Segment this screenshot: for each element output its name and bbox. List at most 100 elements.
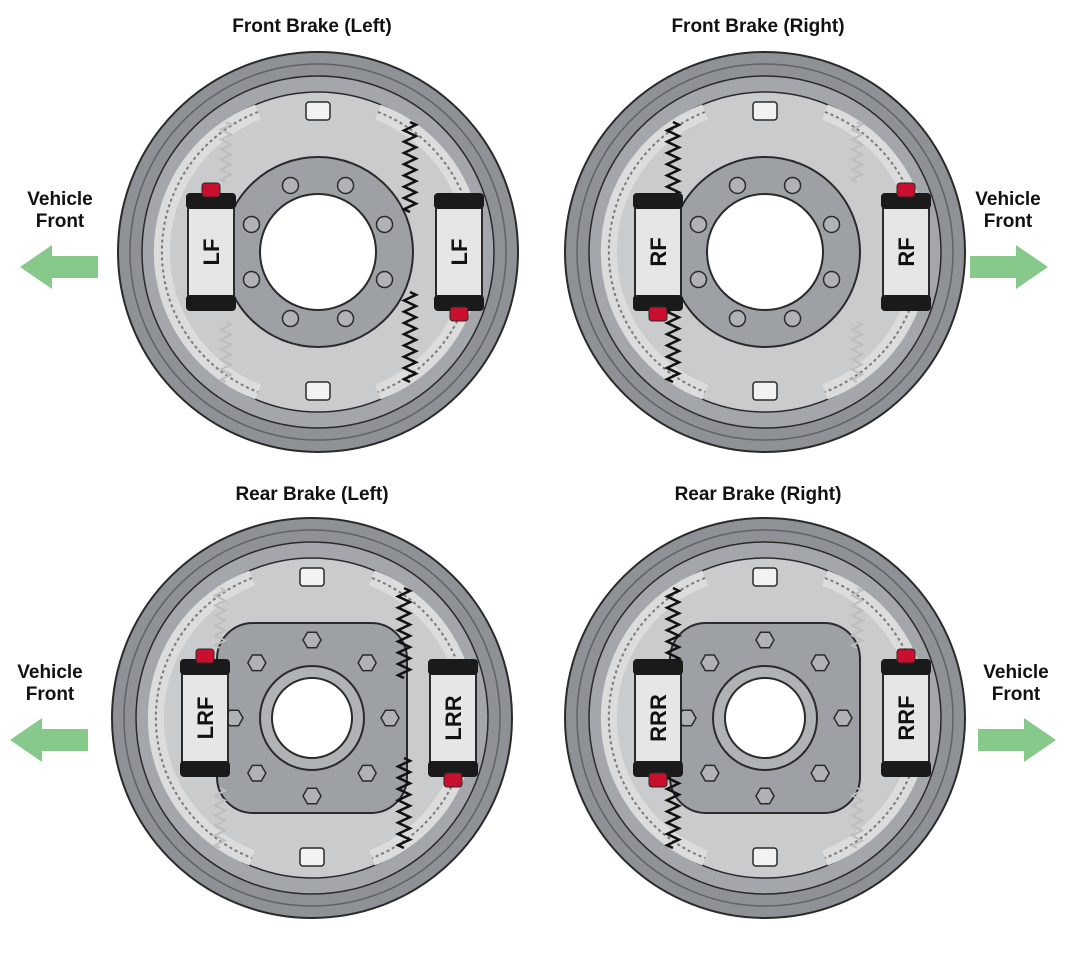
hold-down-clip-top [752, 101, 778, 121]
cylinder-label: LF [199, 239, 224, 266]
dust-boot-bottom [881, 761, 931, 777]
lug-nut [281, 309, 300, 328]
shoe-lining-left [607, 111, 706, 393]
direction-label-line1: Vehicle [983, 662, 1049, 683]
axle-bolt [246, 654, 267, 672]
axle-center-hole [271, 677, 353, 759]
dust-boot-top [633, 659, 683, 675]
wheel-cylinder-left: LF [186, 182, 236, 311]
adjuster-spring-lower [212, 787, 228, 849]
dust-boot-top [633, 193, 683, 209]
dust-boot-top [881, 193, 931, 209]
lug-nut [783, 309, 802, 328]
bleeder-screw [896, 648, 916, 664]
dust-boot-bottom [428, 761, 478, 777]
bleeder-screw [449, 306, 469, 322]
lug-nut [336, 309, 355, 328]
bleeder-screw [648, 306, 668, 322]
cylinder-label: RRR [646, 694, 671, 742]
direction-label-line2: Front [992, 684, 1041, 705]
adjuster-spring-upper [218, 121, 234, 183]
arrow-right-icon [970, 245, 1048, 289]
bleeder-screw [648, 772, 668, 788]
bleeder-screw [201, 182, 221, 198]
shoe-lining-left [154, 577, 253, 859]
dust-boot-bottom [186, 295, 236, 311]
hold-down-clip-bottom [305, 381, 331, 401]
lug-nut [783, 176, 802, 195]
dust-boot-top [180, 659, 230, 675]
shoe-lining-left [607, 577, 706, 859]
adjuster-spring-upper [849, 587, 865, 649]
wheel-cylinder-right: LRR [428, 659, 478, 788]
hold-down-clip-bottom [752, 847, 778, 867]
dust-boot-top [428, 659, 478, 675]
panel-title: Front Brake (Left) [232, 16, 391, 37]
axle-bolt [810, 654, 831, 672]
dust-boot-bottom [180, 761, 230, 777]
direction-label-line1: Vehicle [975, 189, 1041, 210]
cylinder-label: RF [894, 237, 919, 266]
return-spring-upper [395, 586, 413, 680]
bleeder-screw [195, 648, 215, 664]
dust-boot-bottom [633, 761, 683, 777]
drum-ring [576, 63, 954, 441]
axle-bolt [246, 764, 267, 782]
axle-bolt [755, 787, 775, 805]
dust-boot-bottom [881, 295, 931, 311]
lug-nut [281, 176, 300, 195]
lug-nut [822, 270, 841, 289]
lug-nut [689, 270, 708, 289]
axle-bolt [810, 764, 831, 782]
hold-down-clip-top [752, 567, 778, 587]
lug-nut [822, 215, 841, 234]
arrow-left-icon [20, 245, 98, 289]
wheel-cylinder-right: RF [881, 182, 931, 311]
panel-title: Rear Brake (Left) [235, 484, 388, 505]
wheel-cylinder-right: RRF [881, 648, 931, 777]
lug-nut [375, 270, 394, 289]
direction-label-line1: Vehicle [17, 662, 83, 683]
lug-nut [728, 176, 747, 195]
direction-label-line2: Front [26, 684, 75, 705]
hold-down-clip-top [299, 567, 325, 587]
drum-ring [123, 529, 501, 907]
return-spring-lower [401, 290, 419, 384]
panel-title: Rear Brake (Right) [675, 484, 842, 505]
lug-nut [336, 176, 355, 195]
drum-ring [576, 529, 954, 907]
axle-bolt [699, 654, 720, 672]
axle-bolt [357, 654, 378, 672]
hold-down-clip-bottom [299, 847, 325, 867]
shoe-lining-left [160, 111, 259, 393]
adjuster-spring-lower [849, 787, 865, 849]
panel-title: Front Brake (Right) [671, 16, 844, 37]
hold-down-clip-bottom [752, 381, 778, 401]
hub-center-hole [706, 193, 824, 311]
bleeder-screw [443, 772, 463, 788]
axle-bolt [357, 764, 378, 782]
lug-nut [689, 215, 708, 234]
axle-bolt [302, 787, 322, 805]
adjuster-spring-upper [849, 121, 865, 183]
lug-nut [728, 309, 747, 328]
cylinder-label: LRR [441, 695, 466, 740]
direction-label-line2: Front [36, 211, 85, 232]
dust-boot-bottom [434, 295, 484, 311]
hold-down-clip-top [305, 101, 331, 121]
dust-boot-top [186, 193, 236, 209]
cylinder-label: LRF [193, 697, 218, 740]
adjuster-spring-lower [218, 321, 234, 383]
dust-boot-top [434, 193, 484, 209]
axle-bolt [302, 631, 322, 649]
dust-boot-top [881, 659, 931, 675]
axle-bolt [699, 764, 720, 782]
dust-boot-bottom [633, 295, 683, 311]
